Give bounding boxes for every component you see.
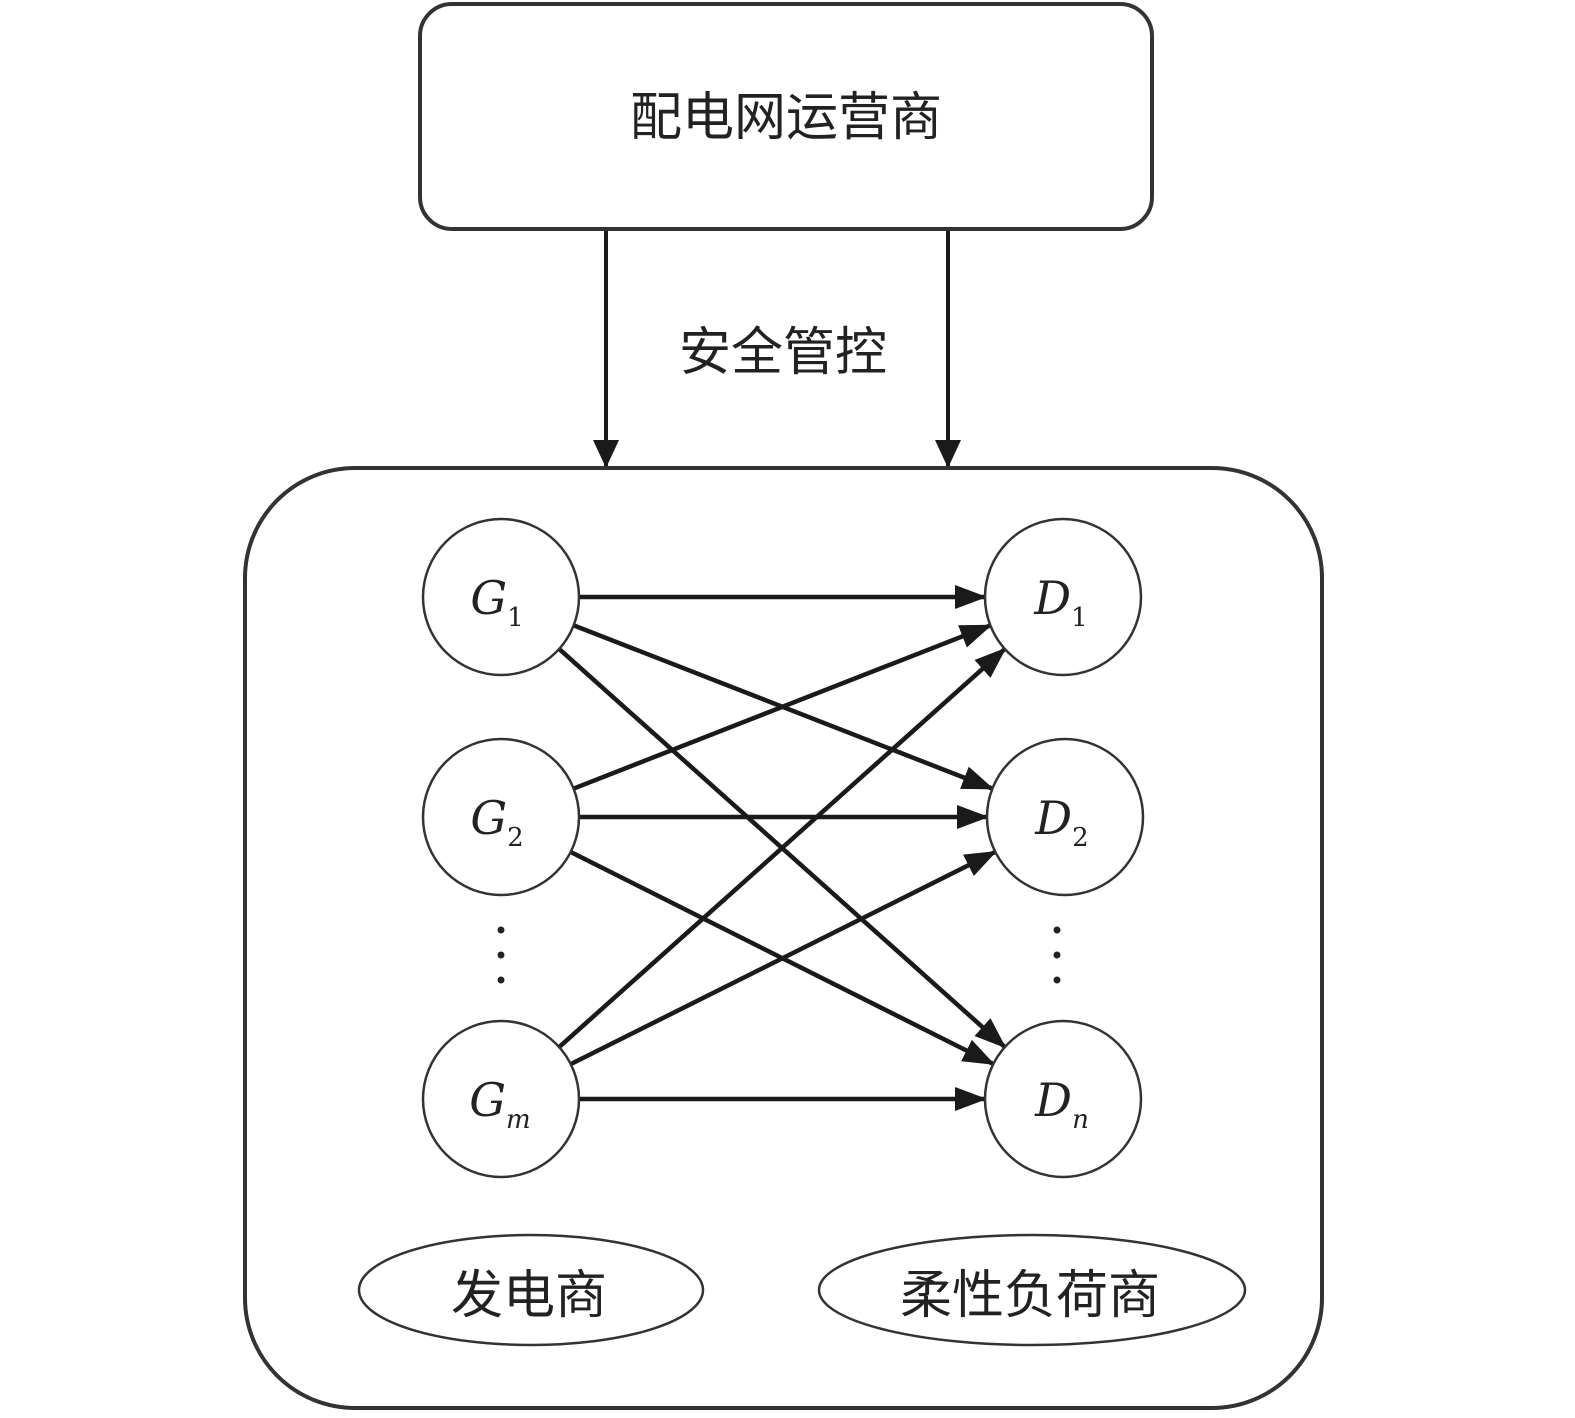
svg-text:D2: D2 [1034, 791, 1088, 853]
edge-gm-d1 [557, 647, 1007, 1049]
node-letter: G [470, 791, 507, 845]
generator-group-label: 发电商 [357, 1233, 705, 1347]
node-subscript: n [1072, 1105, 1089, 1135]
node-letter: D [1033, 571, 1071, 625]
control-arrowhead-right [935, 440, 961, 468]
node-subscript: 1 [1071, 603, 1088, 633]
svg-text:G2: G2 [470, 791, 523, 853]
svg-text:Gm: Gm [469, 1073, 530, 1135]
generator-ellipsis-dots [497, 926, 505, 984]
load-group-text: 柔性负荷商 [900, 1266, 1160, 1326]
node-letter: G [470, 571, 507, 625]
load-node-dn: Dn [983, 1019, 1143, 1179]
load-group-label: 柔性负荷商 [817, 1233, 1247, 1347]
load-node-d1: D1 [983, 517, 1143, 677]
node-subscript: 2 [1072, 823, 1089, 853]
load-node-d2: D2 [985, 737, 1145, 897]
node-subscript: 1 [507, 603, 524, 633]
svg-text:G1: G1 [470, 571, 523, 633]
node-letter: G [469, 1073, 506, 1127]
edge-gm-d2 [569, 849, 998, 1067]
edge-g2-d1 [572, 623, 993, 791]
node-subscript: m [506, 1105, 531, 1135]
generator-node-g2: G2 [421, 737, 581, 897]
node-letter: D [1034, 791, 1072, 845]
trade-edges [557, 585, 1007, 1111]
generator-group-text: 发电商 [451, 1266, 607, 1326]
operator-box: 配电网运营商 [418, 2, 1154, 231]
control-label: 安全管控 [679, 323, 887, 383]
generator-node-g1: G1 [421, 517, 581, 677]
load-ellipsis-dots [1053, 926, 1061, 984]
node-subscript: 2 [507, 823, 524, 853]
generator-node-gm: Gm [421, 1019, 581, 1179]
control-arrowhead-left [593, 440, 619, 468]
svg-text:D1: D1 [1033, 571, 1087, 633]
control-arrows [593, 231, 961, 468]
node-letter: D [1034, 1073, 1072, 1127]
svg-text:Dn: Dn [1034, 1073, 1089, 1135]
operator-label: 配电网运营商 [630, 88, 942, 148]
